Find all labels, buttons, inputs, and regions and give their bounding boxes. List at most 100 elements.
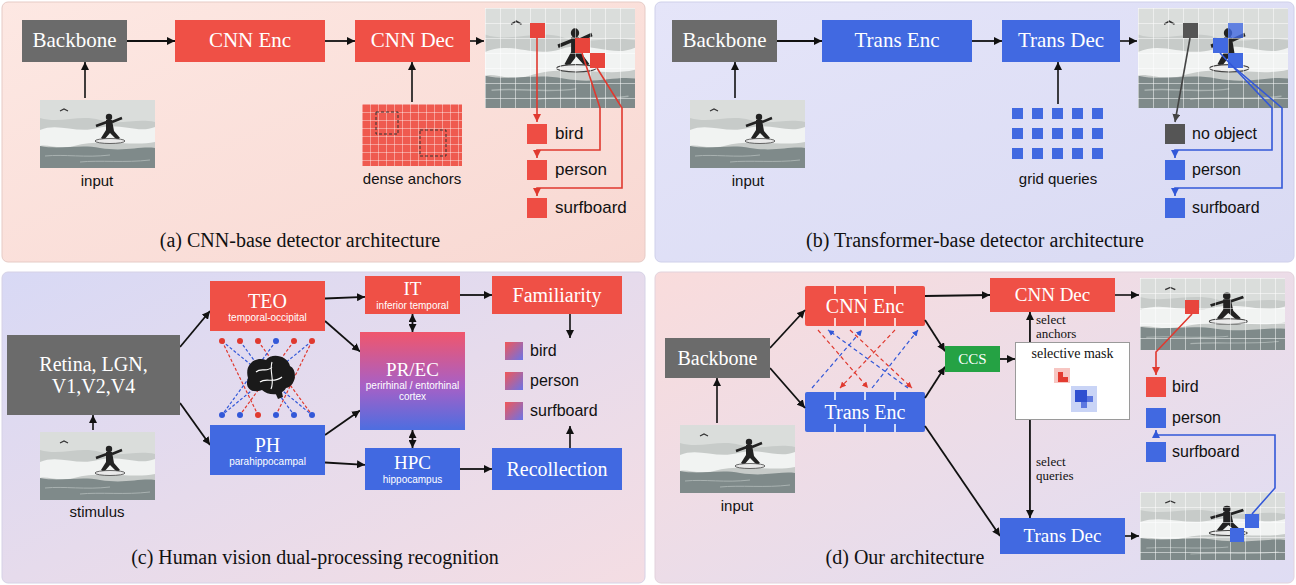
dashed-link: [240, 341, 294, 415]
figure-panel: (c) Human vision dual-processing recogni…: [2, 272, 645, 583]
query-cell: [1213, 38, 1228, 53]
mask-box: selective mask: [1015, 342, 1130, 420]
box-label: CNN Dec: [371, 29, 454, 52]
class-swatch: [1146, 408, 1166, 428]
input-photo: [690, 100, 805, 168]
class-arrow: [1175, 68, 1282, 196]
label-holder: person: [530, 372, 579, 390]
query-dot: [1032, 148, 1043, 159]
class-arrow: [537, 53, 600, 158]
box-label: selective mask: [1031, 343, 1113, 361]
box-label: Trans Dec: [1018, 29, 1104, 52]
dashed-arrow: [828, 330, 908, 388]
query-dot: [1052, 108, 1063, 119]
mask-pixel: [1075, 396, 1081, 402]
box-label: Backbone: [683, 29, 767, 52]
box-label: CNN Dec: [1015, 285, 1090, 306]
text-label: input: [732, 172, 765, 190]
text-label: surfboard: [1192, 198, 1260, 218]
box-label: Backbone: [33, 29, 117, 52]
text-label: bird: [1172, 377, 1199, 397]
decoder-box: Trans Dec: [1000, 518, 1125, 554]
connector-arrow: [325, 321, 360, 352]
box-sublabel: hippocampus: [383, 474, 442, 485]
text-label: surfboard: [1172, 442, 1240, 462]
encoder-box: Trans Enc: [805, 392, 925, 432]
label-holder: bird: [1172, 377, 1199, 397]
dashed-link: [222, 341, 312, 415]
backbone-box: Backbone: [665, 338, 770, 378]
dashed-link: [240, 341, 294, 415]
text-label: no object: [1192, 124, 1257, 144]
edge-label: select queries: [1036, 455, 1098, 482]
query-dot: [1032, 128, 1043, 139]
caption-holder: (b) Transformer-base detector architectu…: [806, 228, 1144, 252]
connector-arrow: [925, 320, 945, 351]
label-holder: stimulus: [69, 503, 124, 521]
backbone-box: Backbone: [672, 20, 777, 62]
box-label: Backbone: [678, 347, 758, 369]
output-arrow: [1115, 294, 1139, 296]
query-dot: [1032, 108, 1043, 119]
text-label: person: [555, 160, 607, 180]
label-holder: input: [81, 172, 114, 190]
figure-panel: (a) CNN-base detector architecture Backbo…: [2, 2, 645, 262]
query-dot: [1012, 108, 1023, 119]
neuron-dot: [219, 412, 225, 418]
brain-area-box: HPChippocampus: [365, 448, 460, 490]
class-swatch: [527, 160, 547, 180]
brain-area-box: PR/ECperirhinal / entorhinal cortex: [360, 332, 465, 430]
caption-holder: (a) CNN-base detector architecture: [160, 228, 440, 252]
anchor-cell: [1185, 300, 1199, 314]
connector-arrow: [412, 314, 414, 332]
panel-ground: [655, 2, 1294, 262]
connector-arrow: [925, 367, 945, 398]
output-arrow: [1120, 40, 1137, 42]
neuron-dot: [219, 338, 225, 344]
brain-fold: [256, 362, 282, 389]
label-holder: surfboard: [1172, 442, 1240, 462]
output-arrow: [1125, 535, 1139, 537]
brain-stem: [274, 388, 283, 399]
label-holder: grid queries: [1019, 170, 1097, 188]
query-dot: [1072, 108, 1083, 119]
decoder-box: CNN Dec: [990, 278, 1115, 312]
connector-arrow: [325, 463, 365, 465]
mask-blobs: [1054, 368, 1097, 412]
connector-arrow: [127, 40, 175, 42]
text-label: person: [1192, 160, 1241, 180]
ccs-box: CCS: [945, 346, 1000, 372]
output-arrow: [569, 426, 571, 448]
panel-ground: [2, 2, 645, 262]
anchor-box: [420, 130, 446, 156]
label-holder: dense anchors: [363, 170, 461, 188]
class-arrow: [1175, 53, 1272, 158]
box-label: CNN Enc: [826, 295, 904, 317]
mask-halo: [1054, 368, 1070, 383]
dashed-link: [222, 341, 312, 415]
box-sublabel: perirhinal / entorhinal cortex: [360, 380, 465, 402]
class-swatch: [505, 402, 523, 420]
query-dot: [1012, 128, 1023, 139]
neuron-dot: [255, 338, 261, 344]
neuron-dot: [309, 412, 315, 418]
panel-ground: [2, 272, 645, 583]
query-arrow: [1057, 62, 1059, 104]
mask-pixel: [1075, 390, 1081, 396]
label-holder: surfboard: [530, 402, 598, 420]
connector-arrow: [972, 40, 1002, 42]
text-label: person: [1172, 408, 1221, 428]
grid-overlay: [1140, 278, 1285, 350]
anchor-grid: [362, 104, 462, 166]
input-photo: [680, 425, 795, 493]
caption-holder: (c) Human vision dual-processing recogni…: [131, 545, 499, 569]
query-dot: [1092, 148, 1103, 159]
mask-pixel: [1081, 390, 1087, 396]
box-label: PH: [255, 434, 281, 456]
panel-ground: [655, 272, 1294, 583]
class-swatch: [505, 342, 523, 360]
connector-arrow: [777, 40, 822, 42]
neuron-dot: [255, 412, 261, 418]
edge-label-holder: select anchors: [1036, 313, 1098, 340]
